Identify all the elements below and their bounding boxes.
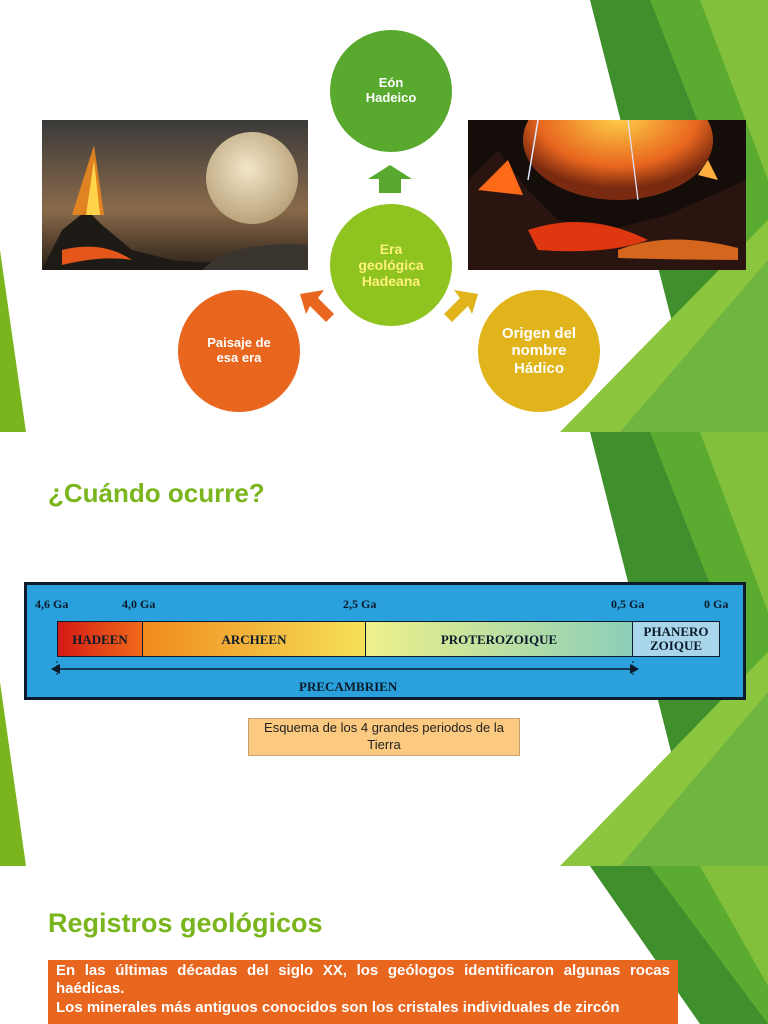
slide-1: Eón Hadeico Era geológica Hadeana Paisaj… bbox=[0, 0, 768, 432]
slide-title: ¿Cuándo ocurre? bbox=[48, 478, 265, 508]
era-hadeana-circle: Era geológica Hadeana bbox=[330, 204, 452, 326]
volcano-landscape-image bbox=[42, 120, 308, 270]
origen-label: Origen del nombre Hádico bbox=[501, 325, 577, 377]
molten-surface-image bbox=[468, 120, 746, 270]
arrow-left-icon bbox=[300, 290, 334, 322]
eon-hadeico-label: Eón Hadeico bbox=[365, 75, 417, 105]
origen-circle: Origen del nombre Hádico bbox=[478, 290, 600, 412]
era-hadeana-label: Era geológica Hadeana bbox=[358, 240, 424, 290]
paisaje-circle: Paisaje de esa era bbox=[178, 290, 300, 412]
period-proterozoique: PROTEROZOIQUE bbox=[365, 621, 633, 657]
paragraph: En las últimas décadas del siglo XX, los… bbox=[56, 962, 670, 998]
tick-label: 4,6 Ga bbox=[35, 597, 69, 611]
arrow-right-icon bbox=[444, 290, 478, 322]
registros-text-box: En las últimas décadas del siglo XX, los… bbox=[48, 960, 678, 1024]
slide-2: ¿Cuándo ocurre? 4,6 Ga 4,0 Ga 2,5 Ga 0,5… bbox=[0, 432, 768, 866]
timeline-caption: Esquema de los 4 grandes periodos de la … bbox=[248, 718, 520, 756]
slide-title: Registros geológicos bbox=[48, 908, 323, 938]
period-phanerozoique: PHANERO ZOIQUE bbox=[632, 621, 720, 657]
precambrien-label: PRECAMBRIEN bbox=[299, 679, 398, 694]
timeline-caption-text: Esquema de los 4 grandes periodos de la … bbox=[264, 720, 504, 752]
eon-hadeico-circle: Eón Hadeico bbox=[330, 30, 452, 152]
tick-label: 0 Ga bbox=[704, 597, 729, 611]
arrow-up-icon bbox=[368, 165, 412, 193]
timeline-diagram: 4,6 Ga 4,0 Ga 2,5 Ga 0,5 Ga 0 Ga HADEEN … bbox=[24, 582, 746, 700]
period-archeen: ARCHEEN bbox=[142, 621, 366, 657]
tick-label: 4,0 Ga bbox=[122, 597, 156, 611]
tick-label: 2,5 Ga bbox=[343, 597, 377, 611]
paisaje-label: Paisaje de esa era bbox=[207, 335, 271, 365]
paragraph: Los minerales más antiguos conocidos son… bbox=[56, 998, 620, 1016]
precambrien-span-arrow bbox=[51, 661, 639, 677]
slide-3: Registros geológicos En las últimas déca… bbox=[0, 866, 768, 1024]
tick-label: 0,5 Ga bbox=[611, 597, 645, 611]
period-phanerozoique-label: PHANERO ZOIQUE bbox=[643, 624, 709, 653]
period-hadeen: HADEEN bbox=[57, 621, 143, 657]
